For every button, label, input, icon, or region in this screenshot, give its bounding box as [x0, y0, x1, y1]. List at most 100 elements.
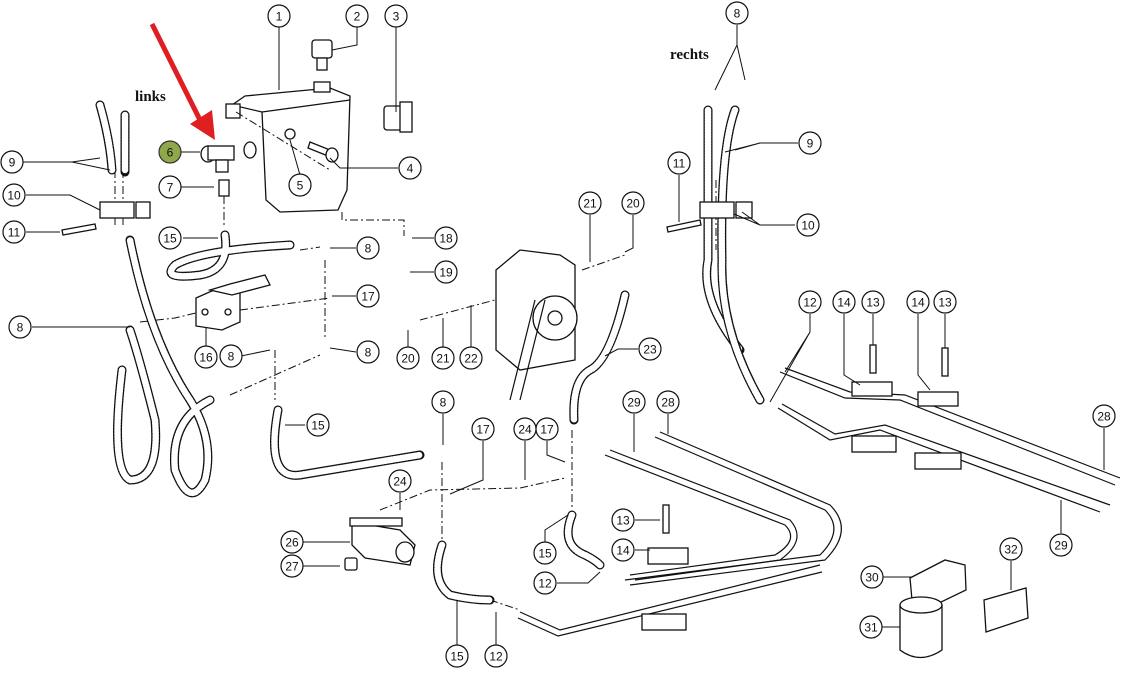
- callout-14: 14: [832, 290, 856, 314]
- callout-14: 14: [611, 538, 635, 562]
- callout-circle: [384, 4, 408, 28]
- callout-number: 8: [365, 346, 372, 360]
- callout-number: 8: [734, 7, 741, 21]
- pump-unit-part: [495, 249, 578, 401]
- callout-number: 31: [864, 621, 878, 635]
- callout-number: 1: [276, 10, 283, 24]
- callout-8: 8: [431, 390, 455, 414]
- callout-number: 14: [911, 296, 925, 310]
- callout-number: 17: [476, 423, 490, 437]
- callout-23: 23: [638, 337, 662, 361]
- callout-circle: [1092, 404, 1116, 428]
- callout-number: 7: [167, 181, 174, 195]
- callout-circle: [611, 508, 635, 532]
- callout-number: 11: [8, 226, 21, 240]
- callout-5: 5: [288, 173, 312, 197]
- centerline: [379, 477, 566, 511]
- callout-circle: [656, 390, 680, 414]
- callout-31: 31: [859, 615, 883, 639]
- callout-13: 13: [611, 508, 635, 532]
- callout-circle: [431, 346, 455, 370]
- callout-number: 26: [285, 536, 299, 550]
- callout-circle: [578, 191, 602, 215]
- callout-8: 8: [219, 344, 243, 368]
- callout-number: 14: [837, 296, 851, 310]
- callout-circle: [533, 571, 557, 595]
- callout-circle: [622, 390, 646, 414]
- callout-number: 20: [401, 352, 415, 366]
- callout-circle: [832, 290, 856, 314]
- callout-circle: [906, 290, 930, 314]
- callout-number: 21: [436, 352, 450, 366]
- centerline: [489, 599, 521, 611]
- callout-number: 6: [167, 146, 174, 160]
- callout-17: 17: [471, 417, 495, 441]
- callout-circle: [158, 140, 182, 164]
- callout-circle: [2, 220, 26, 244]
- callout-14: 14: [906, 290, 930, 314]
- callout-28: 28: [656, 390, 680, 414]
- callout-circle: [796, 213, 820, 237]
- callout-10: 10: [2, 183, 26, 207]
- callout-10: 10: [796, 213, 820, 237]
- callout-circle: [1049, 533, 1073, 557]
- callout-number: 27: [285, 560, 299, 574]
- centerline: [229, 354, 321, 396]
- callout-number: 15: [538, 547, 552, 561]
- callout-circle: [345, 4, 369, 28]
- callout-number: 13: [866, 296, 880, 310]
- callout-9: 9: [798, 131, 822, 155]
- callout-15: 15: [158, 226, 182, 250]
- callout-circle: [484, 644, 508, 668]
- callout-number: 14: [616, 544, 630, 558]
- side-label-left: links: [135, 89, 166, 105]
- callout-circle: [611, 538, 635, 562]
- callout-circle: [0, 150, 24, 174]
- callout-number: 3: [393, 10, 400, 24]
- callout-26: 26: [280, 530, 304, 554]
- callout-number: 17: [361, 290, 375, 304]
- callout-13: 13: [861, 290, 885, 314]
- callout-circle: [356, 340, 380, 364]
- callout-number: 19: [439, 266, 453, 280]
- callout-number: 8: [440, 396, 447, 410]
- callout-circle: [388, 469, 412, 493]
- nipple-part: [218, 179, 230, 197]
- callout-12: 12: [798, 290, 822, 314]
- callout-number: 13: [938, 296, 952, 310]
- callout-circle: [445, 644, 469, 668]
- callout-number: 12: [538, 577, 552, 591]
- plate-part: [983, 587, 1029, 633]
- callout-number: 10: [7, 189, 21, 203]
- callout-8: 8: [8, 315, 32, 339]
- callout-number: 15: [450, 650, 464, 664]
- callout-21: 21: [431, 346, 455, 370]
- callout-circle: [267, 4, 291, 28]
- callout-circle: [859, 615, 883, 639]
- callout-circle: [459, 346, 483, 370]
- plug-27-part: [344, 557, 358, 571]
- callout-9: 9: [0, 150, 24, 174]
- callout-number: 15: [163, 232, 177, 246]
- callout-number: 2: [354, 10, 361, 24]
- callout-29: 29: [622, 390, 646, 414]
- callout-number: 13: [616, 514, 630, 528]
- callout-12: 12: [484, 644, 508, 668]
- callout-2: 2: [345, 4, 369, 28]
- centerline: [341, 212, 405, 236]
- callout-15: 15: [533, 541, 557, 565]
- callout-number: 29: [1054, 539, 1068, 553]
- callout-1: 1: [267, 4, 291, 28]
- callout-number: 17: [540, 423, 554, 437]
- callout-number: 9: [807, 137, 814, 151]
- callout-11: 11: [667, 151, 691, 175]
- centerline: [419, 299, 496, 321]
- distribution-block-part: [195, 274, 271, 331]
- callout-number: 23: [643, 343, 657, 357]
- callout-number: 24: [518, 423, 532, 437]
- callout-number: 24: [393, 475, 407, 489]
- centerline: [235, 111, 331, 171]
- hose-lines: [95, 100, 765, 605]
- callout-8: 8: [725, 1, 749, 25]
- callout-29: 29: [1049, 533, 1073, 557]
